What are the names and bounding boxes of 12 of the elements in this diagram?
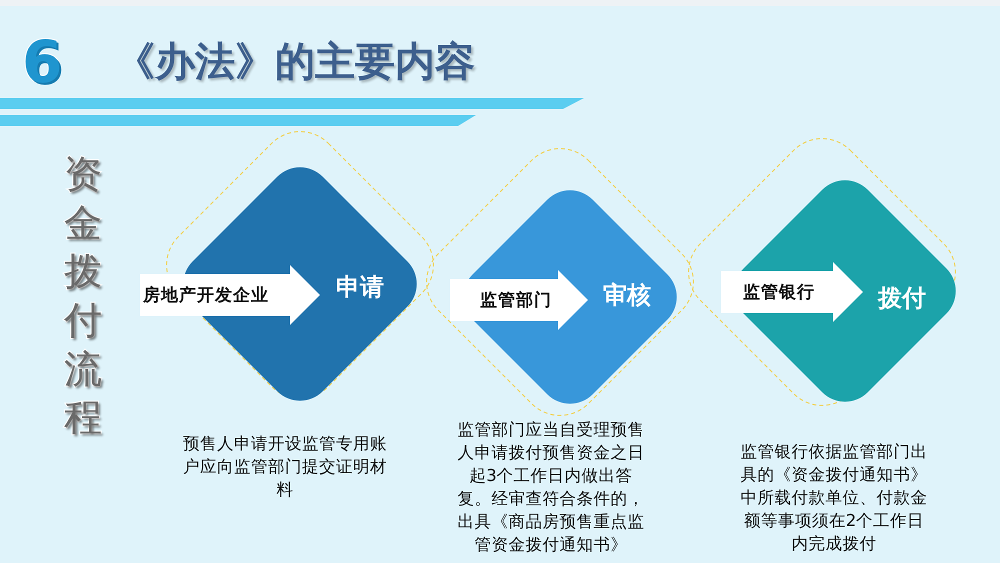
step-title: 审核 xyxy=(603,280,651,311)
vertical-heading: 资金拨付流程 xyxy=(64,151,102,442)
actor-label: 房地产开发企业 xyxy=(143,284,269,306)
slide-title: 《办法》的主要内容 xyxy=(115,38,475,87)
step-description: 预售人申请开设监管专用账户应向监管部门提交证明材料 xyxy=(182,433,388,501)
actor-label: 监管部门 xyxy=(480,290,552,312)
actor-label: 监管银行 xyxy=(743,282,815,304)
step-description: 监管银行依据监管部门出具的《资金拨付通知书》中所载付款单位、付款金额等事项须在2个工作日内完成拨付 xyxy=(740,441,928,555)
section-number: 6 xyxy=(22,28,62,96)
step-title: 申请 xyxy=(336,272,384,303)
step-description: 监管部门应当自受理预售人申请拨付预售资金之日起3个工作日内做出答复。经审查符合条件的，出具《商品房预售重点监管资金拨付通知书》 xyxy=(456,419,646,556)
step-title: 拨付 xyxy=(878,283,926,314)
